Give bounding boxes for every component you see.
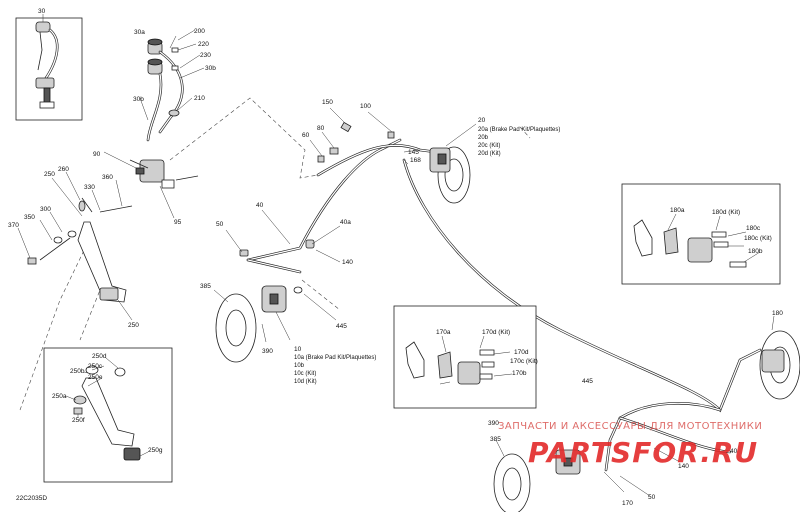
label-170: 170 [622,500,633,507]
label-170d: 170d (Kit) [482,329,510,336]
label-390: 390 [262,348,273,355]
label-30b-top: 30b [205,65,216,72]
watermark-text: ЗАПЧАСТИ И АКСЕССУАРЫ ДЛЯ МОТОТЕХНИКИ [498,421,762,432]
label-350: 350 [24,214,35,221]
watermark-logo: PARTSFOR.RU [528,436,758,469]
label-300: 300 [40,206,51,213]
label-20b: 20b [478,135,489,141]
label-40-right: 40 [730,448,738,455]
caliper-10-assembly [213,285,337,363]
watermark: ЗАПЧАСТИ И АКСЕССУАРЫ ДЛЯ МОТОТЕХНИКИ PA… [498,421,762,469]
label-260: 260 [58,166,69,173]
label-250b: 250b [70,368,85,375]
label-445-left: 445 [336,323,347,330]
label-20a: 20a (Brake Pad Kit/Plaquettes) [478,127,560,133]
label-170d-2: 170d [514,349,529,356]
label-20c: 20c (Kit) [478,143,500,149]
label-50-right: 50 [648,494,656,501]
label-60: 60 [302,132,310,139]
label-370: 370 [8,222,19,229]
label-180b: 180b [748,248,763,255]
master-cylinder-assembly [103,29,205,219]
label-250-top: 250 [44,171,55,178]
label-210: 210 [194,95,205,102]
label-180c: 180c [746,225,761,232]
label-250f: 250f [72,417,85,424]
label-50-left: 50 [216,221,224,228]
label-200: 200 [194,28,205,35]
diagram-code: 22C2035D [16,495,47,502]
label-40: 40 [256,202,264,209]
caliper-170-assembly [439,381,681,512]
label-250d: 250d [92,353,107,360]
inset-master-cylinder [15,14,83,121]
label-445-right: 445 [582,378,593,385]
caliper-180-assembly [759,315,800,400]
label-30: 30 [38,8,46,15]
brake-lines [225,107,762,472]
label-170a: 170a [436,329,451,336]
label-40a: 40a [340,219,351,226]
assembly-guide-lines [19,97,531,411]
brake-pedal-assembly [17,171,133,321]
caliper-20-assembly [429,123,477,204]
label-20d: 20d (Kit) [478,151,501,157]
label-385-right: 385 [490,436,501,443]
label-168: 168 [410,157,421,164]
label-30a: 30a [134,29,145,36]
label-145: 145 [408,149,419,156]
label-140-right: 140 [678,463,689,470]
label-80: 80 [317,125,325,132]
label-10: 10 [294,346,302,353]
label-230: 230 [200,52,211,59]
inset-pedal-detail [43,347,173,483]
label-170b: 170b [512,370,527,377]
label-10d: 10d (Kit) [294,379,317,385]
label-140-left: 140 [342,259,353,266]
label-180a: 180a [670,207,685,214]
label-10c: 10c (Kit) [294,371,316,377]
label-360: 360 [102,174,113,181]
label-10b: 10b [294,363,305,369]
label-95: 95 [174,219,182,226]
label-180d: 180d (Kit) [712,209,740,216]
label-250g: 250g [148,447,163,454]
label-100: 100 [360,103,371,110]
label-20: 20 [478,117,486,124]
label-170c: 170c (Kit) [510,358,538,365]
label-150: 150 [322,99,333,106]
label-250e: 250e [88,374,103,381]
label-30b: 30b [133,96,144,103]
part-labels: 30 30a 200 220 230 30b 30b 210 150 100 8… [8,8,783,507]
label-250a: 250a [52,393,67,400]
label-10a: 10a (Brake Pad Kit/Plaquettes) [294,355,376,361]
inset-caliper-180 [621,183,781,285]
label-390-right: 390 [488,420,499,427]
inset-caliper-170 [393,305,537,409]
label-250-mid: 250 [128,322,139,329]
label-385-left: 385 [200,283,211,290]
label-330: 330 [84,184,95,191]
label-180c-kit: 180c (Kit) [744,235,772,242]
label-90: 90 [93,151,101,158]
label-250c: 250c [88,363,103,370]
label-220: 220 [198,41,209,48]
label-180: 180 [772,310,783,317]
